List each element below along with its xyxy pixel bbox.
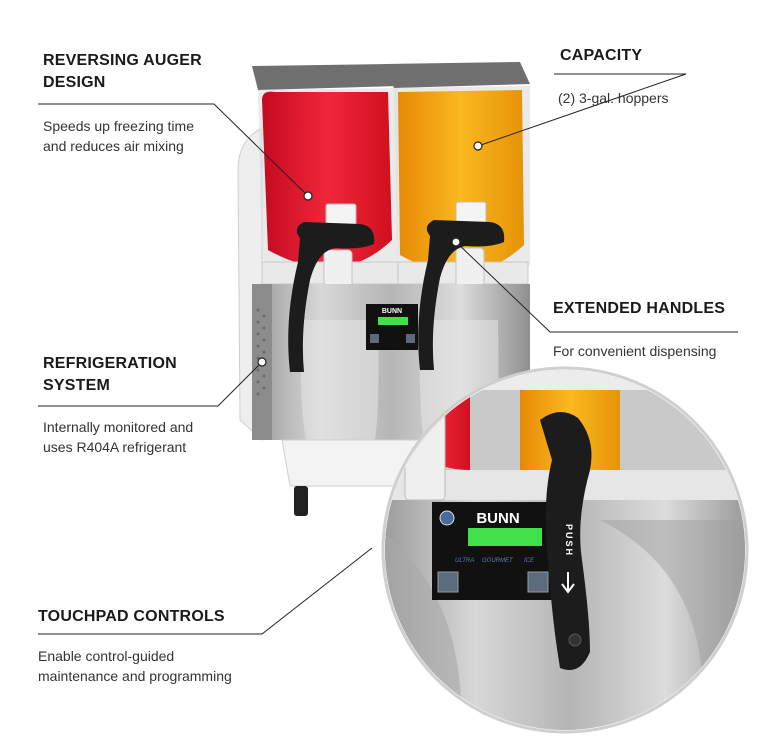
feature-title-touchpad: TOUCHPAD CONTROLS xyxy=(38,608,225,625)
left-handle xyxy=(288,222,375,372)
feature-desc-auger-line2: and reduces air mixing xyxy=(43,138,184,154)
feature-title-auger: REVERSING AUGER DESIGN xyxy=(43,50,202,94)
right-lid xyxy=(384,62,530,88)
right-handle xyxy=(418,220,505,370)
handle-push-label: PUSH xyxy=(564,524,574,557)
feature-title-auger-line1: REVERSING AUGER xyxy=(43,52,202,69)
feature-title-handles: EXTENDED HANDLES xyxy=(553,300,726,317)
feature-desc-auger-line1: Speeds up freezing time xyxy=(43,118,194,134)
feature-desc-handles: For convenient dispensing xyxy=(553,343,717,359)
feature-desc-touchpad-line2: maintenance and programming xyxy=(38,668,232,684)
feature-desc-refrigeration-line2: uses R404A refrigerant xyxy=(43,439,187,455)
callout-line-refrigeration xyxy=(38,361,263,407)
panel-label-1: ULTRA xyxy=(455,558,474,564)
feature-desc-auger: Speeds up freezing time and reduces air … xyxy=(43,116,194,156)
small-brand: BUNN xyxy=(382,308,402,315)
callout-line-auger xyxy=(38,103,309,197)
feature-desc-touchpad: Enable control-guided maintenance and pr… xyxy=(38,646,232,686)
callout-line-touchpad xyxy=(38,547,373,635)
callout-dot-refrigeration xyxy=(257,357,267,367)
zoom-handle xyxy=(540,411,592,670)
callout-line-capacity xyxy=(477,73,687,147)
callout-dot-capacity xyxy=(473,141,483,151)
lcd-display xyxy=(468,528,542,546)
feature-title-refrigeration-line2: SYSTEM xyxy=(43,377,110,394)
feature-title-capacity: CAPACITY xyxy=(560,47,643,64)
feature-title-refrigeration-line1: REFRIGERATION xyxy=(43,355,177,372)
panel-label-2: GOURMET xyxy=(482,558,514,564)
callout-line-handles xyxy=(455,241,738,333)
panel-label-3: ICE xyxy=(524,558,535,564)
left-lid xyxy=(252,64,398,90)
foot xyxy=(294,486,308,516)
feature-desc-capacity: (2) 3-gal. hoppers xyxy=(558,90,669,106)
push-arrow-icon xyxy=(561,572,575,594)
feature-title-auger-line2: DESIGN xyxy=(43,74,106,91)
callout-dot-handles xyxy=(451,237,461,247)
zoom-brand: BUNN xyxy=(476,510,519,527)
feature-desc-refrigeration: Internally monitored and uses R404A refr… xyxy=(43,417,193,457)
feature-desc-touchpad-line1: Enable control-guided xyxy=(38,648,175,664)
left-hopper-liquid xyxy=(262,91,392,268)
feature-desc-refrigeration-line1: Internally monitored and xyxy=(43,419,194,435)
feature-title-refrigeration: REFRIGERATION SYSTEM xyxy=(43,353,177,397)
callout-dot-auger xyxy=(303,191,313,201)
